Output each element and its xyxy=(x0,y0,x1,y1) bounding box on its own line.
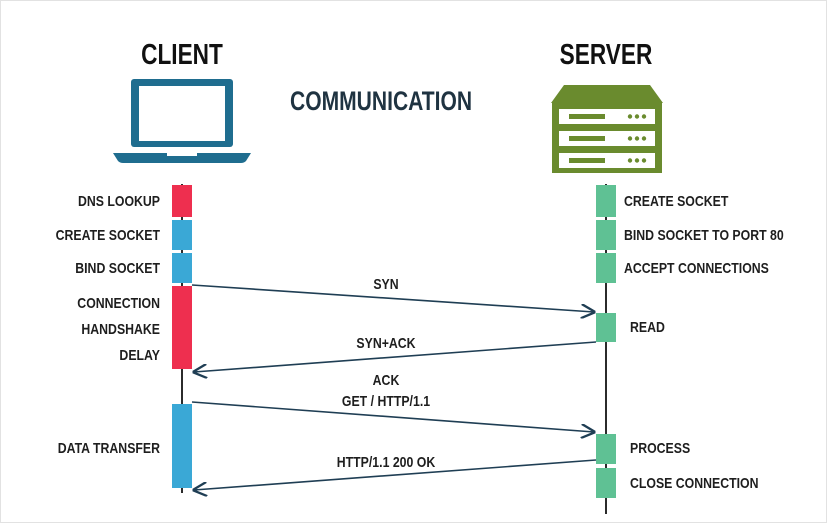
label-server-create-socket: CREATE SOCKET xyxy=(624,193,729,210)
laptop-icon xyxy=(113,79,251,163)
server-close-bar xyxy=(596,468,616,498)
label-get-request: GET / HTTP/1.1 xyxy=(341,393,431,410)
server-title: SERVER xyxy=(559,39,653,71)
label-process: PROCESS xyxy=(630,440,691,457)
handshake-delay-bar xyxy=(172,286,192,369)
label-http-response: HTTP/1.1 200 OK xyxy=(336,454,436,471)
server-accept-bar xyxy=(596,253,616,283)
syn-arrow xyxy=(191,284,594,312)
label-bind-socket: BIND SOCKET xyxy=(75,260,160,277)
request-arrow xyxy=(191,401,594,432)
label-connection: CONNECTION xyxy=(77,295,160,312)
bind-socket-bar xyxy=(172,253,192,283)
create-socket-bar xyxy=(172,220,192,250)
data-transfer-bar xyxy=(172,404,192,488)
server-bind-socket-bar xyxy=(596,220,616,250)
label-syn: SYN xyxy=(373,276,399,293)
label-handshake: HANDSHAKE xyxy=(81,321,160,338)
label-data-transfer: DATA TRANSFER xyxy=(57,440,161,457)
response-arrow xyxy=(194,459,597,490)
label-close-connection: CLOSE CONNECTION xyxy=(630,475,759,492)
dns-lookup-bar xyxy=(172,185,192,217)
syn-ack-arrow xyxy=(194,341,597,372)
label-read: READ xyxy=(630,319,665,336)
communication-title: COMMUNICATION xyxy=(290,86,473,116)
server-process-bar xyxy=(596,434,616,464)
label-delay: DELAY xyxy=(119,347,160,364)
server-rack-icon xyxy=(551,85,663,173)
label-syn-ack: SYN+ACK xyxy=(356,335,416,352)
label-create-socket: CREATE SOCKET xyxy=(55,227,160,244)
label-dns-lookup: DNS LOOKUP xyxy=(77,193,160,210)
client-title: CLIENT xyxy=(141,39,223,71)
label-bind-socket-port: BIND SOCKET TO PORT 80 xyxy=(624,227,784,244)
label-ack: ACK xyxy=(372,372,400,389)
server-create-socket-bar xyxy=(596,185,616,217)
label-accept-connections: ACCEPT CONNECTIONS xyxy=(624,260,769,277)
server-read-bar xyxy=(596,313,616,342)
